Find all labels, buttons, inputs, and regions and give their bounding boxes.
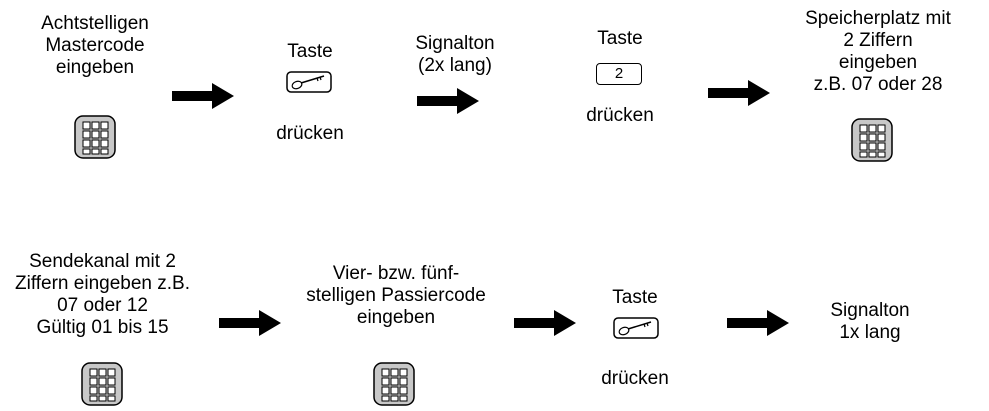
arrow-right-icon (727, 310, 789, 336)
key-2-icon: 2 (596, 63, 642, 85)
step-key-label-above: Taste (287, 41, 333, 62)
step-key-label-below: drücken (276, 123, 344, 144)
text-line: eingeben (55, 57, 135, 78)
step-enter-channel-text: Sendekanal mit 2 Ziffern eingeben z.B. 0… (0, 251, 205, 339)
key-icon (613, 317, 659, 339)
text-line: eingeben (838, 52, 918, 73)
keypad-icon (851, 118, 893, 162)
text-line: z.B. 07 oder 28 (813, 74, 943, 95)
step-signal-tone-text: Signalton (2x lang) (385, 33, 525, 77)
keypad-icon (81, 362, 123, 406)
step-enter-memory-slot-text: Speicherplatz mit 2 Ziffern eingeben z.B… (783, 8, 973, 96)
arrow-right-icon (172, 83, 234, 109)
text-line: Achtstelligen (41, 13, 149, 34)
key-icon (286, 71, 332, 93)
arrow-right-icon (514, 310, 576, 336)
text-line: eingeben (356, 307, 436, 328)
text-line: Vier- bzw. fünf- (332, 263, 460, 284)
keypad-icon (373, 362, 415, 406)
text-line: stelligen Passiercode (306, 285, 486, 306)
text-line: Sendekanal mit 2 (29, 251, 176, 272)
text-line: Gültig 01 bis 15 (36, 317, 169, 338)
step-key-label-above: Taste (597, 28, 643, 49)
text-line: Mastercode (45, 35, 145, 56)
keypad-icon (74, 115, 116, 159)
step-enter-passcode-text: Vier- bzw. fünf- stelligen Passiercode e… (296, 263, 496, 329)
text-line: Speicherplatz mit (805, 8, 951, 29)
text-line: Signalton (415, 33, 495, 54)
step-key-label-above: Taste (612, 287, 658, 308)
arrow-right-icon (219, 310, 281, 336)
arrow-right-icon (417, 88, 479, 114)
text-line: 2 Ziffern (843, 30, 913, 51)
step-enter-mastercode-text: Achtstelligen Mastercode eingeben (15, 13, 175, 79)
step-key-label-below: drücken (601, 368, 669, 389)
text-line: (2x lang) (418, 55, 492, 76)
step-key-label-below: drücken (586, 105, 654, 126)
arrow-right-icon (708, 80, 770, 106)
step-signal-tone-text: Signalton 1x lang (810, 300, 930, 344)
text-line: 1x lang (839, 322, 901, 343)
text-line: Ziffern eingeben z.B. (15, 273, 190, 294)
text-line: Signalton (830, 300, 910, 321)
text-line: 07 oder 12 (57, 295, 148, 316)
